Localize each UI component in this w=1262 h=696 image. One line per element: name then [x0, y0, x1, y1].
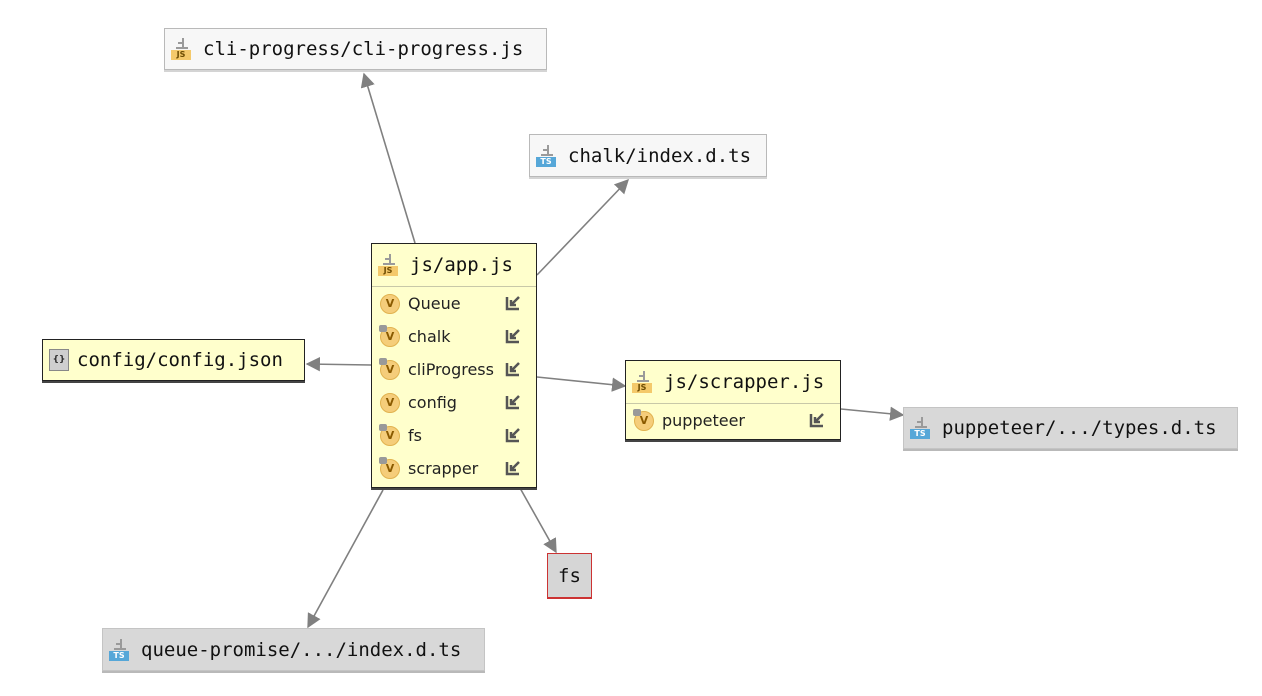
edge-app-fs — [519, 487, 557, 554]
member-chalk[interactable]: V chalk — [372, 320, 536, 353]
node-label: config/config.json — [77, 349, 283, 371]
node-header: JS js/scrapper.js — [626, 361, 840, 404]
variable-icon: V — [379, 456, 400, 479]
node-label: queue-promise/.../index.d.ts — [141, 638, 462, 661]
node-fs[interactable]: fs — [547, 553, 592, 598]
json-file-icon: {} — [49, 349, 69, 371]
node-app-js[interactable]: JS js/app.js V Queue V chalk V cliProgre… — [371, 243, 537, 488]
edge-app-cli-progress — [360, 72, 416, 244]
node-config-json[interactable]: {} config/config.json — [42, 339, 305, 381]
variable-icon: V — [379, 324, 400, 347]
variable-icon: V — [380, 392, 400, 413]
edge-app-queue-promise — [307, 489, 384, 629]
variable-icon: V — [633, 408, 654, 431]
node-label: puppeteer/.../types.d.ts — [942, 417, 1217, 439]
edge-app-scrapper — [536, 376, 627, 392]
member-fs[interactable]: V fs — [372, 419, 536, 452]
member-label: cliProgress — [408, 360, 494, 379]
node-puppeteer-types[interactable]: TS puppeteer/.../types.d.ts — [903, 407, 1238, 449]
import-icon — [505, 395, 520, 410]
import-icon — [505, 428, 520, 443]
node-header: JS js/app.js — [372, 244, 536, 287]
member-label: Queue — [408, 294, 461, 313]
js-file-icon: JS — [378, 254, 402, 276]
variable-icon: V — [380, 293, 400, 314]
ts-file-icon: TS — [109, 638, 133, 661]
edge-scrapper-puppeteer — [840, 406, 905, 421]
variable-icon: V — [379, 423, 400, 446]
node-chalk[interactable]: TS chalk/index.d.ts — [529, 134, 767, 177]
ts-file-icon: TS — [536, 144, 560, 167]
member-scrapper[interactable]: V scrapper — [372, 452, 536, 485]
node-queue-promise[interactable]: TS queue-promise/.../index.d.ts — [102, 628, 485, 671]
member-label: fs — [408, 426, 422, 445]
node-label: cli-progress/cli-progress.js — [203, 38, 524, 60]
edge-app-chalk — [536, 178, 629, 276]
ts-file-icon: TS — [910, 417, 934, 439]
variable-icon: V — [379, 357, 400, 380]
member-label: chalk — [408, 327, 451, 346]
import-icon — [809, 413, 824, 428]
member-label: config — [408, 393, 457, 412]
node-label: chalk/index.d.ts — [568, 144, 752, 167]
member-queue[interactable]: V Queue — [372, 287, 536, 320]
import-icon — [505, 461, 520, 476]
js-file-icon: JS — [171, 38, 195, 60]
edge-app-config — [305, 357, 372, 372]
import-icon — [505, 296, 520, 311]
member-cliprogress[interactable]: V cliProgress — [372, 353, 536, 386]
node-cli-progress[interactable]: JS cli-progress/cli-progress.js — [164, 28, 547, 70]
node-title: js/app.js — [410, 254, 513, 276]
node-label: fs — [558, 564, 581, 587]
node-title: js/scrapper.js — [664, 371, 825, 393]
js-file-icon: JS — [632, 371, 656, 393]
member-puppeteer[interactable]: V puppeteer — [626, 404, 840, 437]
member-label: puppeteer — [662, 411, 745, 430]
import-icon — [505, 329, 520, 344]
import-icon — [505, 362, 520, 377]
member-label: scrapper — [408, 459, 479, 478]
node-scrapper-js[interactable]: JS js/scrapper.js V puppeteer — [625, 360, 841, 440]
member-config[interactable]: V config — [372, 386, 536, 419]
